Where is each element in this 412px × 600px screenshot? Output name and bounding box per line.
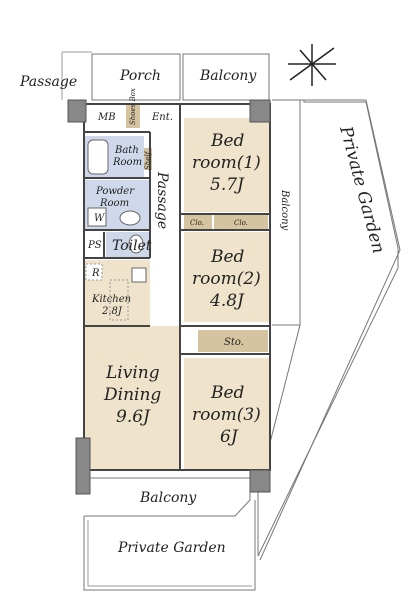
closet-right-label: Clo. — [234, 219, 248, 227]
kitchen-label-1: Kitchen — [91, 294, 131, 305]
living-dining — [84, 326, 180, 470]
shelf — [144, 148, 152, 170]
closet-left — [184, 214, 212, 230]
kitchen-label-2: 2.8J — [101, 306, 123, 317]
private-garden-side-area — [257, 99, 399, 557]
bedroom-2-label-1: Bed — [210, 247, 245, 267]
dining-label: Dining — [103, 385, 161, 405]
living-dining-size-label: 9.6J — [116, 407, 151, 427]
balcony-side-label: Balcony — [279, 189, 290, 231]
bath-room-label-1: Bath — [114, 145, 139, 156]
bedroom-2-label-2: room(2) — [192, 269, 261, 289]
passage-inner-label: Passage — [154, 171, 170, 229]
private-garden-bottom-label: Private Garden — [117, 540, 226, 556]
toilet-label: Toilet — [112, 238, 152, 254]
bedroom-2-label-3: 4.8J — [209, 291, 245, 311]
storage-label: Sto. — [224, 337, 244, 348]
private-garden-side-label: Private Garden — [335, 123, 388, 255]
compass-icon — [288, 44, 336, 86]
balcony-bottom-label: Balcony — [139, 490, 197, 506]
powder-room-label-1: Powder — [95, 186, 135, 197]
closet-left-label: Clo. — [190, 219, 204, 227]
ps-label: PS — [87, 240, 102, 251]
bedroom-1-label-3: 5.7J — [210, 175, 245, 195]
balcony-top-area — [182, 53, 270, 101]
porch-label: Porch — [119, 68, 161, 84]
mb-label: MB — [97, 112, 116, 123]
bedroom-3-label-2: room(3) — [192, 405, 261, 425]
living-label: Living — [105, 363, 160, 383]
bath-room-label-2: Room — [112, 157, 142, 168]
entrance-label: Ent. — [151, 112, 173, 123]
shoes-box-label: Shoes Box — [129, 88, 137, 125]
r-label: R — [91, 268, 100, 279]
balcony-top-label: Balcony — [199, 68, 257, 84]
passage-outside-label: Passage — [19, 74, 77, 90]
closet-right — [214, 214, 268, 230]
shelf-label: Shelf — [144, 150, 152, 170]
powder-room-label-2: Room — [99, 198, 129, 209]
bedroom-1 — [184, 118, 270, 212]
shoes-box — [126, 104, 140, 128]
bedroom-3 — [184, 358, 270, 470]
bedroom-2 — [184, 232, 270, 322]
w-label: W — [94, 213, 105, 224]
porch-area — [91, 53, 181, 101]
bedroom-3-label-1: Bed — [210, 383, 245, 403]
bedroom-3-label-3: 6J — [220, 427, 239, 447]
bedroom-1-label-2: room(1) — [192, 153, 261, 173]
bedroom-1-label-1: Bed — [210, 131, 245, 151]
storage — [198, 330, 268, 352]
